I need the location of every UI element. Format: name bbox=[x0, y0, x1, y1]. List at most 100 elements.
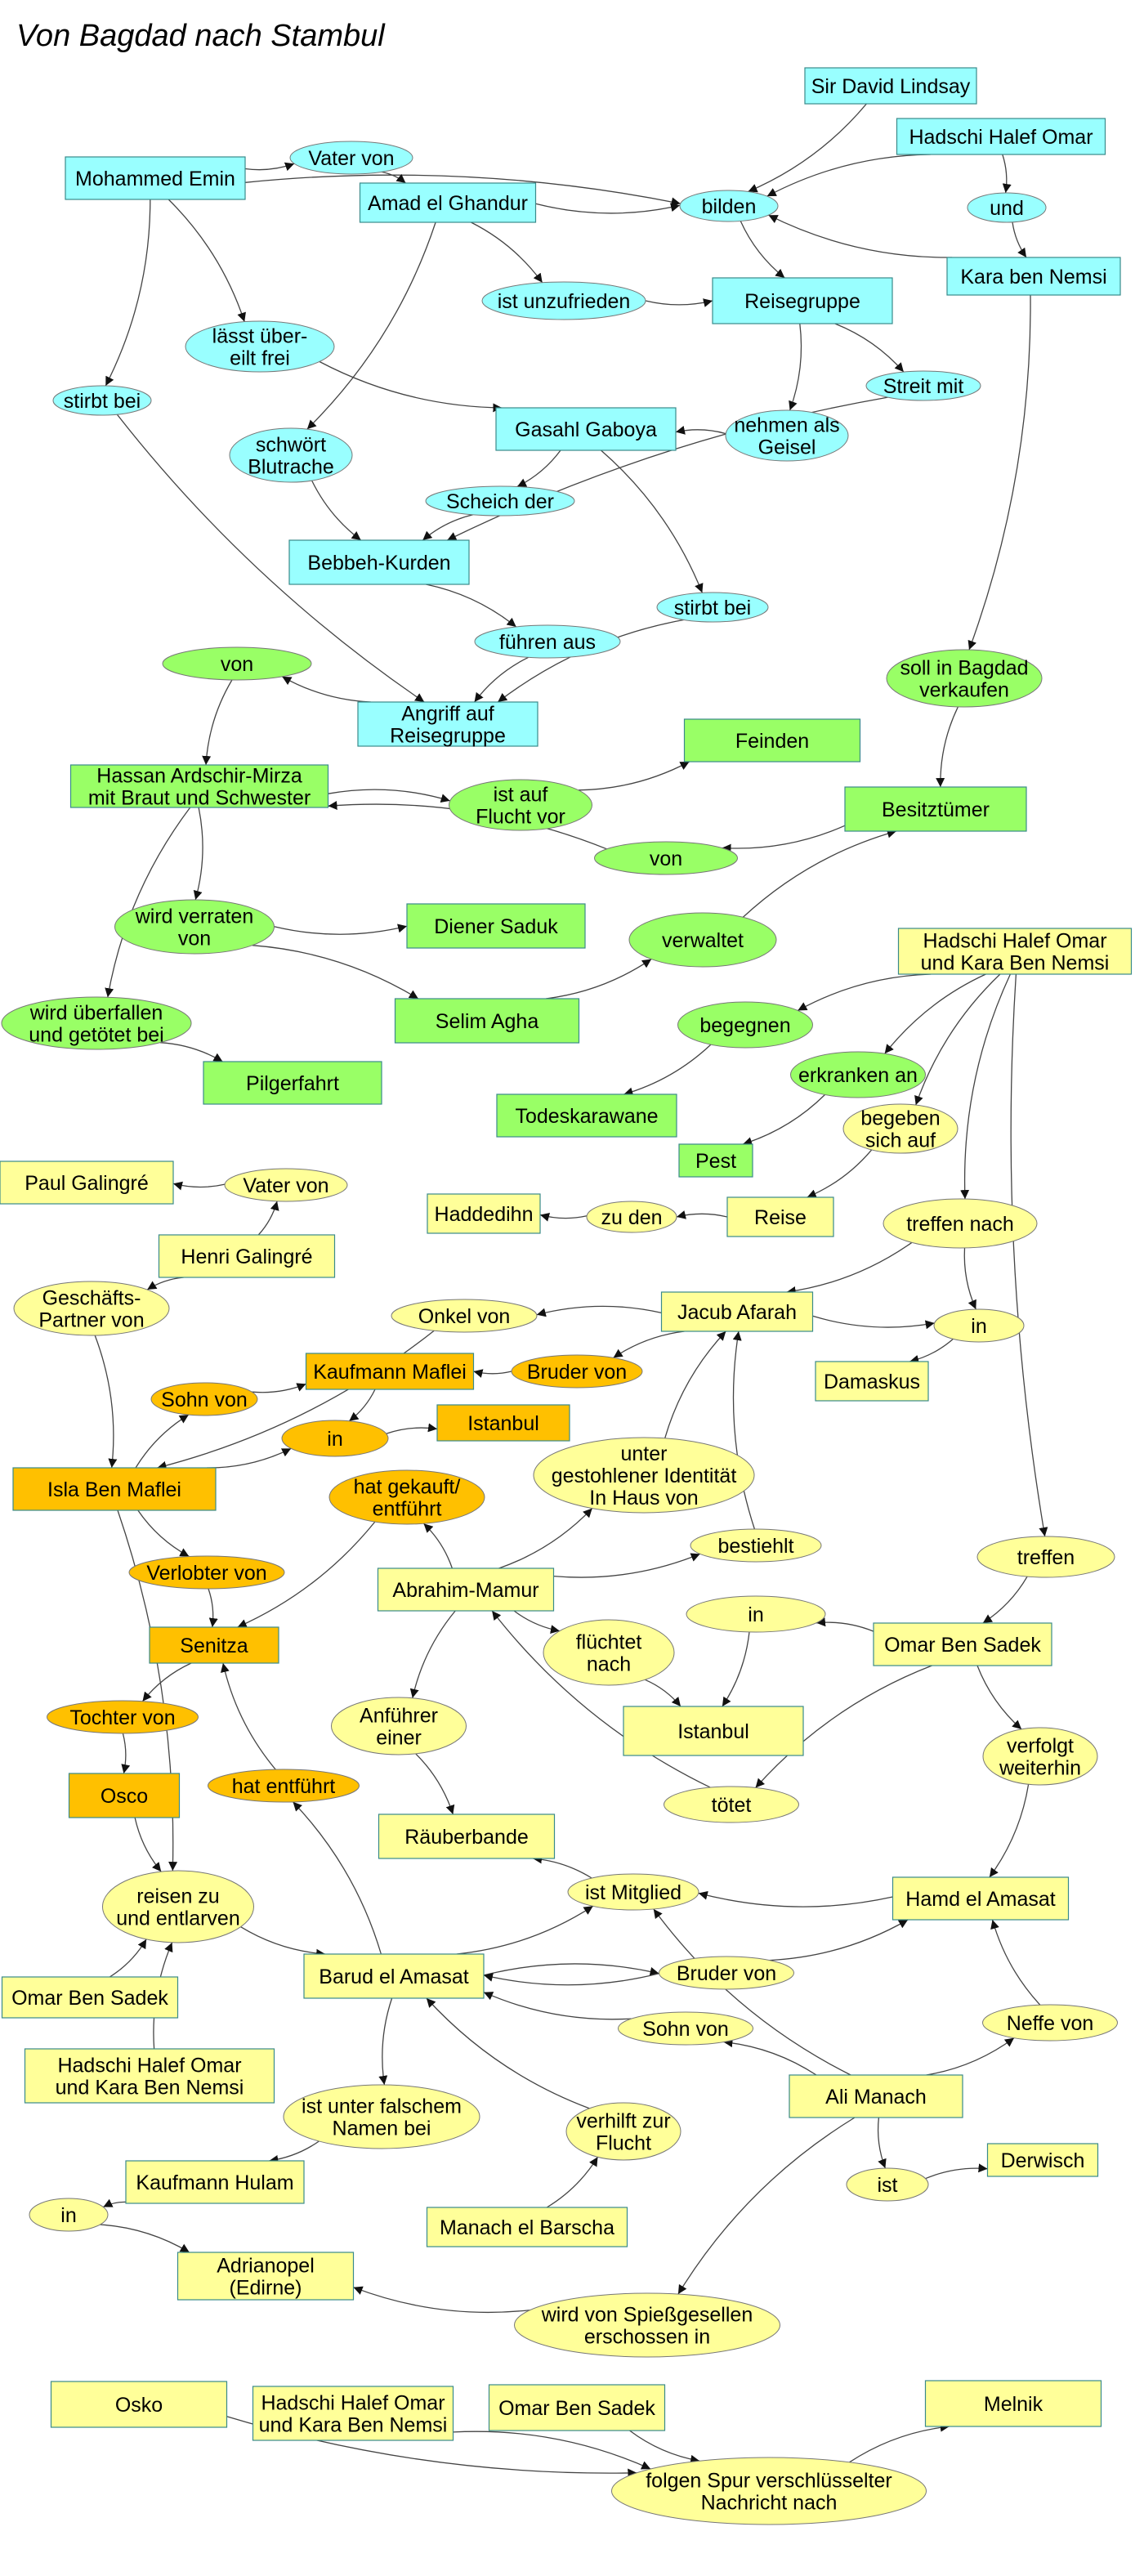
node-saduk: Diener Saduk bbox=[406, 903, 586, 949]
edge-abrahim-to-fluechtet bbox=[513, 1610, 561, 1635]
node-feinden-label: Feinden bbox=[735, 730, 809, 753]
node-von1-label: von bbox=[221, 653, 253, 676]
node-istanbul1: Istanbul bbox=[436, 1404, 570, 1442]
node-scheich: Scheich der bbox=[425, 485, 575, 517]
edge-gasahl-to-stirbt2 bbox=[601, 449, 704, 593]
node-pest: Pest bbox=[678, 1143, 753, 1178]
edge-hulam-to-in4 bbox=[103, 2198, 127, 2208]
node-fuehren-label: führen aus bbox=[499, 631, 596, 654]
node-ist: ist bbox=[846, 2167, 929, 2202]
node-besitz: Besitztümer bbox=[844, 786, 1027, 832]
edge-mohammed-to-laesst bbox=[168, 199, 246, 322]
edge-isla-to-sohn1 bbox=[135, 1414, 190, 1469]
node-mohammed-label: Mohammed Emin bbox=[75, 168, 235, 190]
node-onkel-label: Onkel von bbox=[418, 1305, 511, 1328]
node-tochter: Tochter von bbox=[47, 1700, 199, 1734]
edge-vater2-to-paul bbox=[172, 1181, 226, 1191]
node-melnik-label: Melnik bbox=[984, 2393, 1043, 2416]
node-omar3-label: Omar Ben Sadek bbox=[498, 2397, 655, 2420]
node-pilger-label: Pilgerfahrt bbox=[246, 1072, 339, 1095]
node-entfuehrt-shape bbox=[208, 1769, 360, 1803]
edge-henri-to-vater2 bbox=[257, 1201, 279, 1236]
node-kara1-shape bbox=[946, 257, 1121, 296]
node-bruder1-label: Bruder von bbox=[527, 1361, 627, 1384]
edge-fuehren-to-angriff bbox=[474, 656, 529, 703]
node-verfolgt-shape bbox=[982, 1727, 1098, 1786]
node-gasahl: Gasahl Gaboya bbox=[495, 407, 677, 451]
edge-omar1-to-toetet bbox=[755, 1665, 932, 1788]
node-hulam-label: Kaufmann Hulam bbox=[136, 2171, 293, 2194]
node-verraten-shape bbox=[114, 899, 275, 955]
node-in1: in bbox=[933, 1308, 1025, 1343]
edge-falsch-to-hulam bbox=[269, 2140, 320, 2164]
node-raeuber: Räuberbande bbox=[378, 1813, 556, 1859]
node-hadde: Haddedihn bbox=[427, 1193, 541, 1234]
node-stirbt1-shape bbox=[52, 385, 152, 416]
node-hamd-label: Hamd el Amasat bbox=[905, 1888, 1055, 1911]
node-angriff-shape bbox=[357, 701, 538, 747]
node-in4-label: in bbox=[60, 2204, 76, 2227]
node-jacub-shape bbox=[660, 1291, 814, 1332]
edge-fluechtet-to-istanbul2 bbox=[645, 1679, 681, 1707]
edge-unter-to-jacub bbox=[664, 1330, 726, 1438]
node-barud-shape bbox=[303, 1953, 485, 1999]
node-vater1-label: Vater von bbox=[308, 147, 394, 170]
node-stirbt1: stirbt bei bbox=[52, 385, 152, 416]
node-jacub: Jacub Afarah bbox=[660, 1291, 814, 1332]
edge-sir_david-to-bilden bbox=[748, 103, 867, 193]
node-pilger: Pilgerfahrt bbox=[203, 1061, 382, 1105]
edge-hk1-to-treffen1 bbox=[960, 973, 1011, 1200]
edge-kara1-to-bilden bbox=[768, 214, 953, 258]
edge-hamd-to-mitglied bbox=[698, 1890, 893, 1907]
node-barscha-shape bbox=[426, 2207, 628, 2247]
edge-gasahl-to-scheich bbox=[516, 449, 561, 488]
diagram-title: Von Bagdad nach Stambul bbox=[16, 19, 386, 53]
node-und-label: und bbox=[990, 197, 1024, 220]
node-unzufrieden: ist unzufrieden bbox=[481, 281, 646, 320]
edge-ist-to-derwisch bbox=[925, 2163, 988, 2180]
node-osko-label: Osko bbox=[115, 2394, 163, 2417]
node-vater1: Vater von bbox=[289, 141, 413, 175]
edge-amad-to-unzufrieden bbox=[471, 221, 543, 284]
node-feinden-shape bbox=[683, 718, 861, 763]
node-treffen1-shape bbox=[883, 1198, 1038, 1249]
node-spur-shape bbox=[611, 2457, 927, 2525]
edge-barscha-to-verhilft bbox=[546, 2156, 599, 2208]
node-hassan-shape bbox=[69, 764, 329, 808]
node-bruder2-shape bbox=[659, 1956, 794, 1990]
node-hk1-shape bbox=[897, 928, 1133, 975]
node-adrianopel-shape bbox=[177, 2252, 355, 2301]
node-istanbul1-label: Istanbul bbox=[467, 1412, 539, 1435]
node-in2: in bbox=[281, 1420, 389, 1457]
edge-treffen1-to-in1 bbox=[963, 1247, 976, 1310]
node-in2-label: in bbox=[327, 1428, 342, 1451]
node-verlobter-shape bbox=[128, 1555, 285, 1590]
node-hulam: Kaufmann Hulam bbox=[125, 2160, 305, 2204]
node-begegnen-label: begegnen bbox=[699, 1014, 790, 1037]
node-bebbeh-label: Bebbeh-Kurden bbox=[307, 552, 450, 575]
node-halef1-label: Hadschi Halef Omar bbox=[909, 126, 1093, 149]
node-tochter-label: Tochter von bbox=[69, 1706, 175, 1729]
edge-hk1-to-erkranken bbox=[884, 973, 986, 1054]
node-saduk-label: Diener Saduk bbox=[434, 915, 558, 938]
node-derwisch-shape bbox=[986, 2143, 1099, 2177]
edge-hk1-to-begegnen bbox=[797, 973, 932, 1012]
edge-bebbeh-to-fuehren bbox=[426, 584, 517, 628]
node-fuehren: führen aus bbox=[474, 624, 621, 659]
node-bestiehlt: bestiehlt bbox=[690, 1528, 822, 1563]
node-reisen-shape bbox=[102, 1870, 254, 1943]
node-omar1-shape bbox=[873, 1622, 1052, 1666]
